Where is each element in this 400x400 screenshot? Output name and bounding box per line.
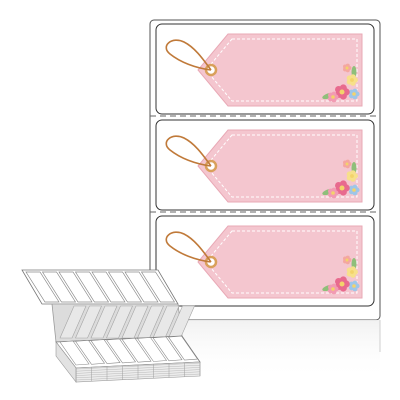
hang-tag <box>197 129 363 203</box>
fanfold-label <box>140 271 176 303</box>
fanfold-label <box>107 271 143 303</box>
tag-string <box>165 39 212 71</box>
flower-cluster <box>322 63 360 103</box>
fanfold-label <box>58 271 93 303</box>
hang-tag <box>197 33 363 107</box>
fanfold-label <box>74 339 106 365</box>
fanfold-label <box>106 305 133 339</box>
tag-labels <box>155 23 375 307</box>
tag-string <box>165 135 212 167</box>
fanfold-label <box>124 271 159 303</box>
fanfold-top-strip <box>21 269 179 305</box>
tag-label-2 <box>155 119 375 211</box>
hang-tag <box>197 225 363 299</box>
fanfold-label <box>152 336 183 362</box>
fanfold-label <box>136 337 168 362</box>
fanfold-stack-edges <box>55 341 201 383</box>
fanfold-label <box>167 335 199 361</box>
flower-cluster <box>322 159 360 199</box>
fanfold-label <box>121 337 152 363</box>
fanfold-label <box>25 271 60 303</box>
fanfold-label <box>75 305 102 339</box>
fanfold-label <box>59 340 90 366</box>
fanfold-label <box>74 271 110 303</box>
fanfold-lower-face <box>55 335 201 369</box>
fanfold-label <box>90 305 118 339</box>
fanfold-middle-panel <box>51 303 195 343</box>
fanfold-label <box>91 271 126 303</box>
fanfold-label <box>59 305 87 339</box>
tag-label-3 <box>155 215 375 307</box>
tag-label-1 <box>155 23 375 115</box>
tag-string <box>165 231 212 263</box>
fanfold-label <box>90 339 121 364</box>
flower-cluster <box>322 255 360 295</box>
fanfold-label <box>105 338 137 364</box>
fanfold-label <box>41 271 77 303</box>
fanfold-stack <box>21 269 201 383</box>
